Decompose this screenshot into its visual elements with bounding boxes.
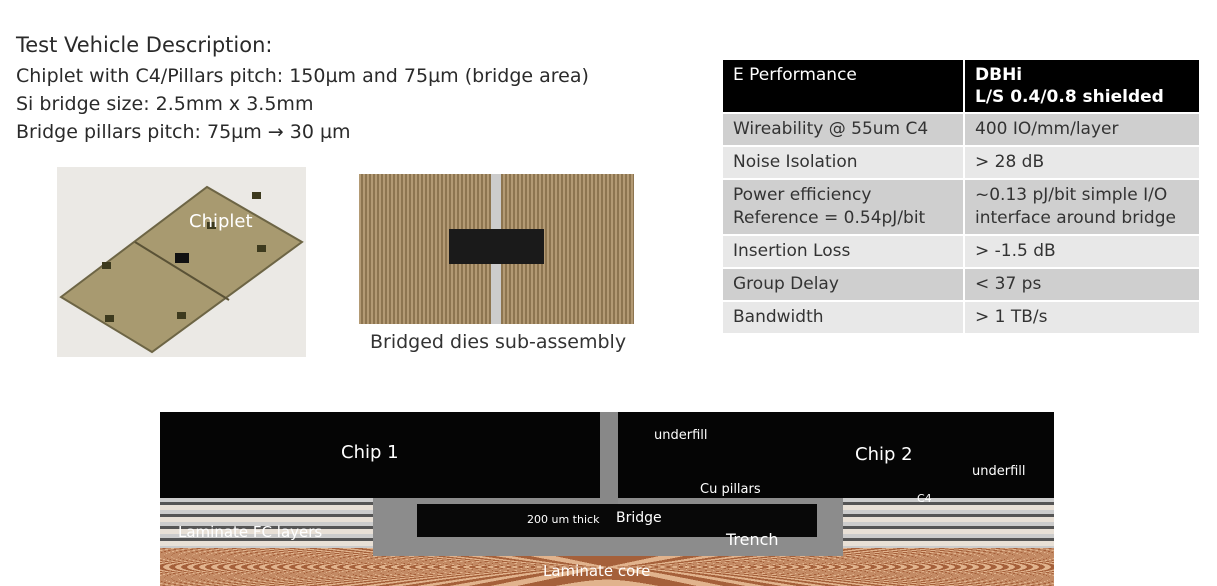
description-line: Chiplet with C4/Pillars pitch: 150µm and… <box>16 65 589 87</box>
c4-label: C4 <box>917 492 932 505</box>
table-row: Power efficiency Reference = 0.54pJ/bit~… <box>723 178 1199 235</box>
cell: > -1.5 dB <box>963 234 1199 268</box>
cell: > 1 TB/s <box>963 300 1199 333</box>
header-cell: DBHi L/S 0.4/0.8 shielded <box>963 60 1199 113</box>
cell: 400 IO/mm/layer <box>963 112 1199 146</box>
cell: Power efficiency Reference = 0.54pJ/bit <box>723 178 964 235</box>
cell: Bandwidth <box>723 300 964 333</box>
test-vehicle-description: Test Vehicle Description: Chiplet with C… <box>16 31 589 146</box>
cell: ~0.13 pJ/bit simple I/O interface around… <box>963 178 1199 235</box>
laminate-fc-label: Laminate FC layers <box>178 523 323 541</box>
cross-section-image: Chip 1 Chip 2 underfill underfill Cu pil… <box>160 412 1054 586</box>
table-row: Bandwidth> 1 TB/s <box>723 300 1199 333</box>
chiplet-photo: Chiplet <box>57 167 306 357</box>
bridge <box>417 504 817 537</box>
description-line: Si bridge size: 2.5mm x 3.5mm <box>16 93 314 115</box>
bridge-caption: Bridged dies sub-assembly <box>370 331 627 353</box>
bridged-dies-photo <box>359 174 634 324</box>
table-row: Group Delay< 37 ps <box>723 267 1199 301</box>
table-row: Noise Isolation> 28 dB <box>723 145 1199 179</box>
description-title: Test Vehicle Description: <box>16 33 273 57</box>
cell: Group Delay <box>723 267 964 301</box>
chiplet-illustration: Chiplet <box>59 185 304 354</box>
thickness-label: 200 um thick <box>527 513 600 526</box>
laminate-core-label: Laminate core <box>543 562 651 580</box>
chip1-label: Chip 1 <box>341 442 399 463</box>
bridge-chip <box>449 229 544 264</box>
cell: Wireability @ 55um C4 <box>723 112 964 146</box>
cu-pillars-label: Cu pillars <box>700 482 761 497</box>
cell: Insertion Loss <box>723 234 964 268</box>
trench-label: Trench <box>726 530 779 549</box>
underfill-column <box>600 412 618 504</box>
cell: < 37 ps <box>963 267 1199 301</box>
chip2-label: Chip 2 <box>855 444 913 465</box>
bridge-label: Bridge <box>616 510 662 526</box>
cell: > 28 dB <box>963 145 1199 179</box>
table-row: Insertion Loss> -1.5 dB <box>723 234 1199 268</box>
underfill-label: underfill <box>972 464 1026 479</box>
underfill-label: underfill <box>654 428 708 443</box>
cell: Noise Isolation <box>723 145 964 179</box>
description-line: Bridge pillars pitch: 75µm → 30 µm <box>16 121 351 143</box>
header-cell: E Performance <box>723 60 964 113</box>
chiplet-label: Chiplet <box>189 211 253 232</box>
